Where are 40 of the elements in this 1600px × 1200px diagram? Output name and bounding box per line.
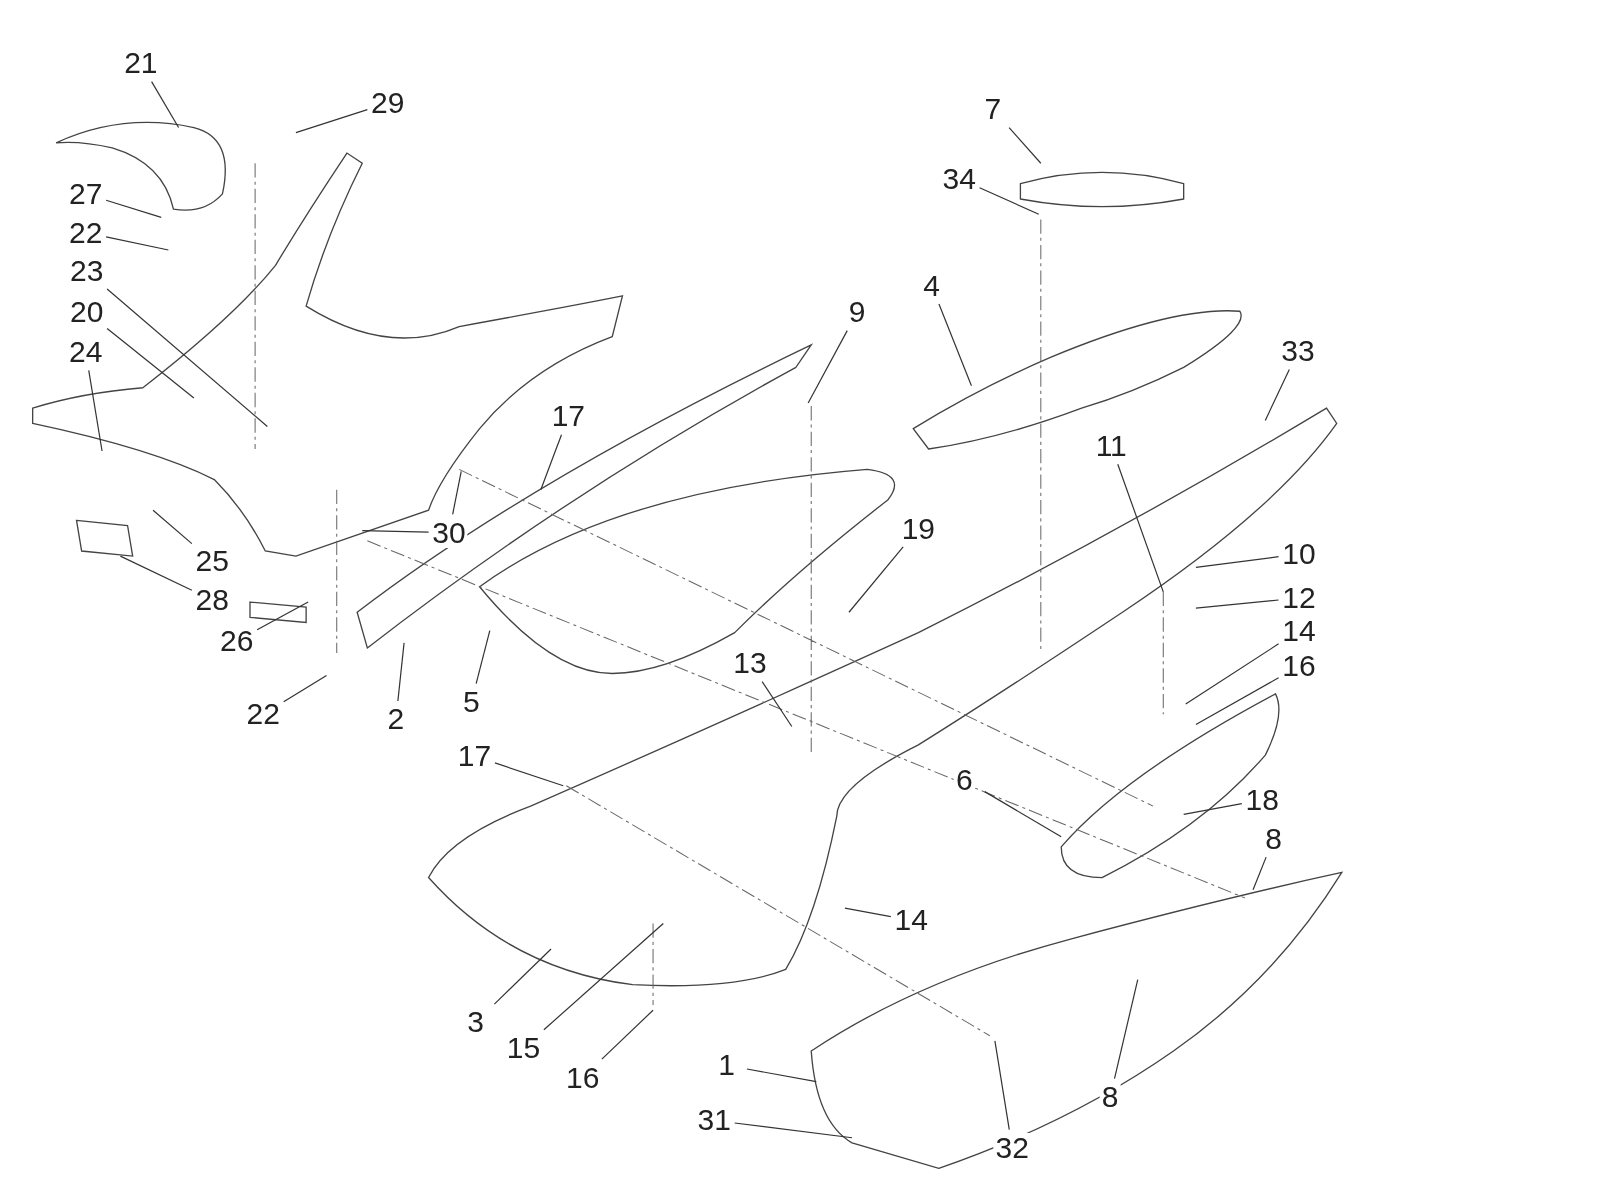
leader-line [1252, 856, 1267, 891]
leader-line [1113, 979, 1139, 1080]
leader-line [152, 509, 193, 545]
leader-line [979, 187, 1040, 215]
leader-line [761, 681, 793, 728]
leader-line [494, 762, 564, 787]
leader-line [105, 199, 162, 218]
leader-line [1183, 803, 1243, 815]
leader-line [256, 601, 309, 631]
leader-line [397, 642, 405, 702]
leader-line [1117, 463, 1164, 593]
leader-line [746, 1068, 817, 1083]
leader-line [1185, 643, 1280, 705]
leader-line [984, 791, 1062, 838]
leader-line [1195, 556, 1280, 568]
leader-line [106, 327, 195, 399]
leader-line [283, 674, 328, 703]
leader-line [493, 948, 552, 1005]
leader-line [994, 1040, 1010, 1131]
leader-line [844, 907, 892, 918]
leader-line [105, 236, 169, 251]
leader-line [119, 555, 193, 591]
leader-line [1195, 599, 1280, 609]
leader-line [543, 922, 664, 1031]
leader-line [1008, 126, 1042, 164]
leader-line [452, 470, 462, 515]
leader-line [88, 369, 103, 452]
leader-line [1264, 368, 1290, 421]
leader-line [540, 434, 563, 491]
leader-line [475, 630, 491, 685]
leader-line [361, 530, 430, 533]
leader-line [151, 81, 180, 129]
leader-line [848, 546, 904, 613]
leader-line [601, 1009, 654, 1060]
leader-line [734, 1122, 853, 1139]
leader-line [807, 330, 848, 404]
leader-line [106, 288, 268, 428]
leader-line [295, 109, 368, 134]
leader-line [1195, 677, 1280, 726]
leader-line [938, 303, 973, 387]
